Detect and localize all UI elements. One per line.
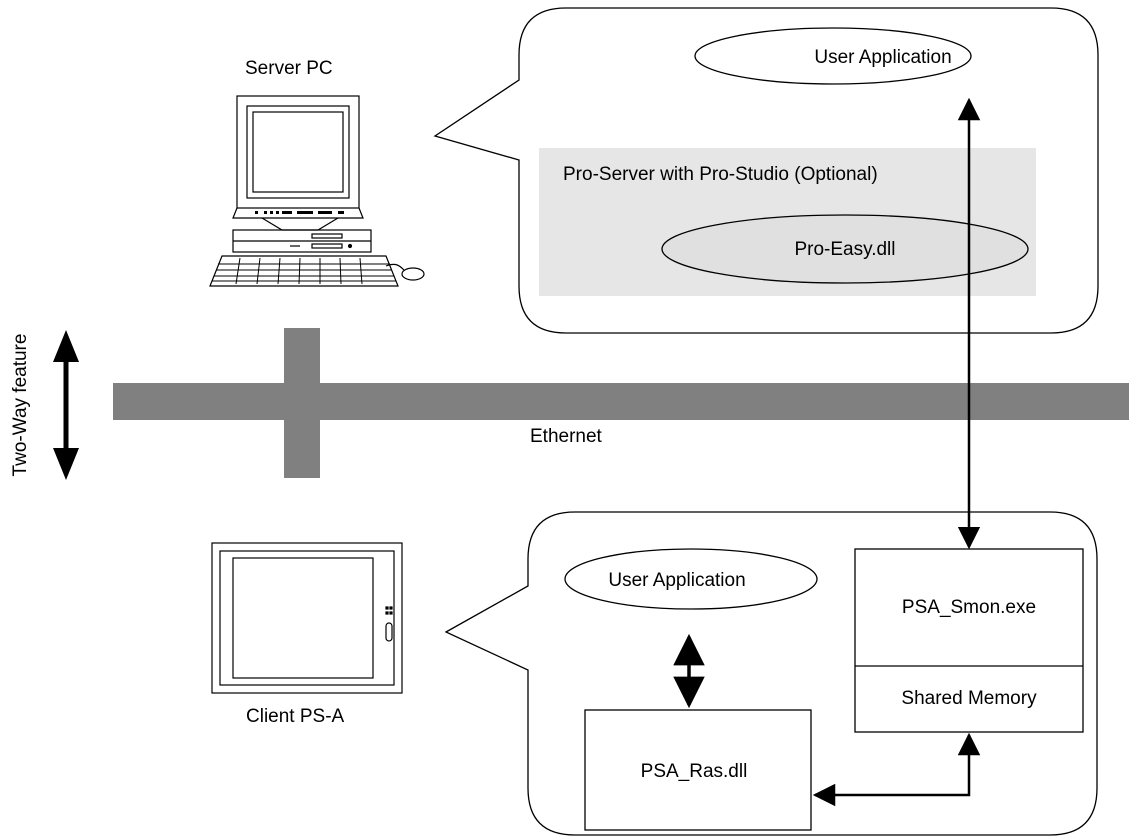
psa-smon-box [854,548,1084,733]
client-ps-a-label: Client PS-A [246,706,345,727]
ethernet-label: Ethernet [530,426,603,447]
two-way-label: Two-Way feature [10,334,31,477]
two-way-arrow [53,330,79,480]
server-pc-label: Server PC [245,58,333,79]
server-user-application [694,27,972,85]
ethernet-bus [113,328,1129,478]
psa-ras-dll-label: PSA_Ras.dll [641,761,748,782]
shared-memory-label: Shared Memory [901,688,1037,709]
psa-smon-label: PSA_Smon.exe [902,597,1036,618]
client-user-application [564,548,818,610]
pro-easy-dll-label: Pro-Easy.dll [794,239,895,260]
server-user-application-label: User Application [814,47,951,68]
psa-ras-dll-box [584,709,812,831]
pro-server-label: Pro-Server with Pro-Studio (Optional) [563,164,878,185]
client-ps-a-icon [211,542,403,694]
ras-shared-memory-link-arrow [812,732,981,807]
pro-easy-dll [661,214,1029,284]
client-user-application-label: User Application [608,570,745,591]
server-pc-icon [209,95,425,287]
